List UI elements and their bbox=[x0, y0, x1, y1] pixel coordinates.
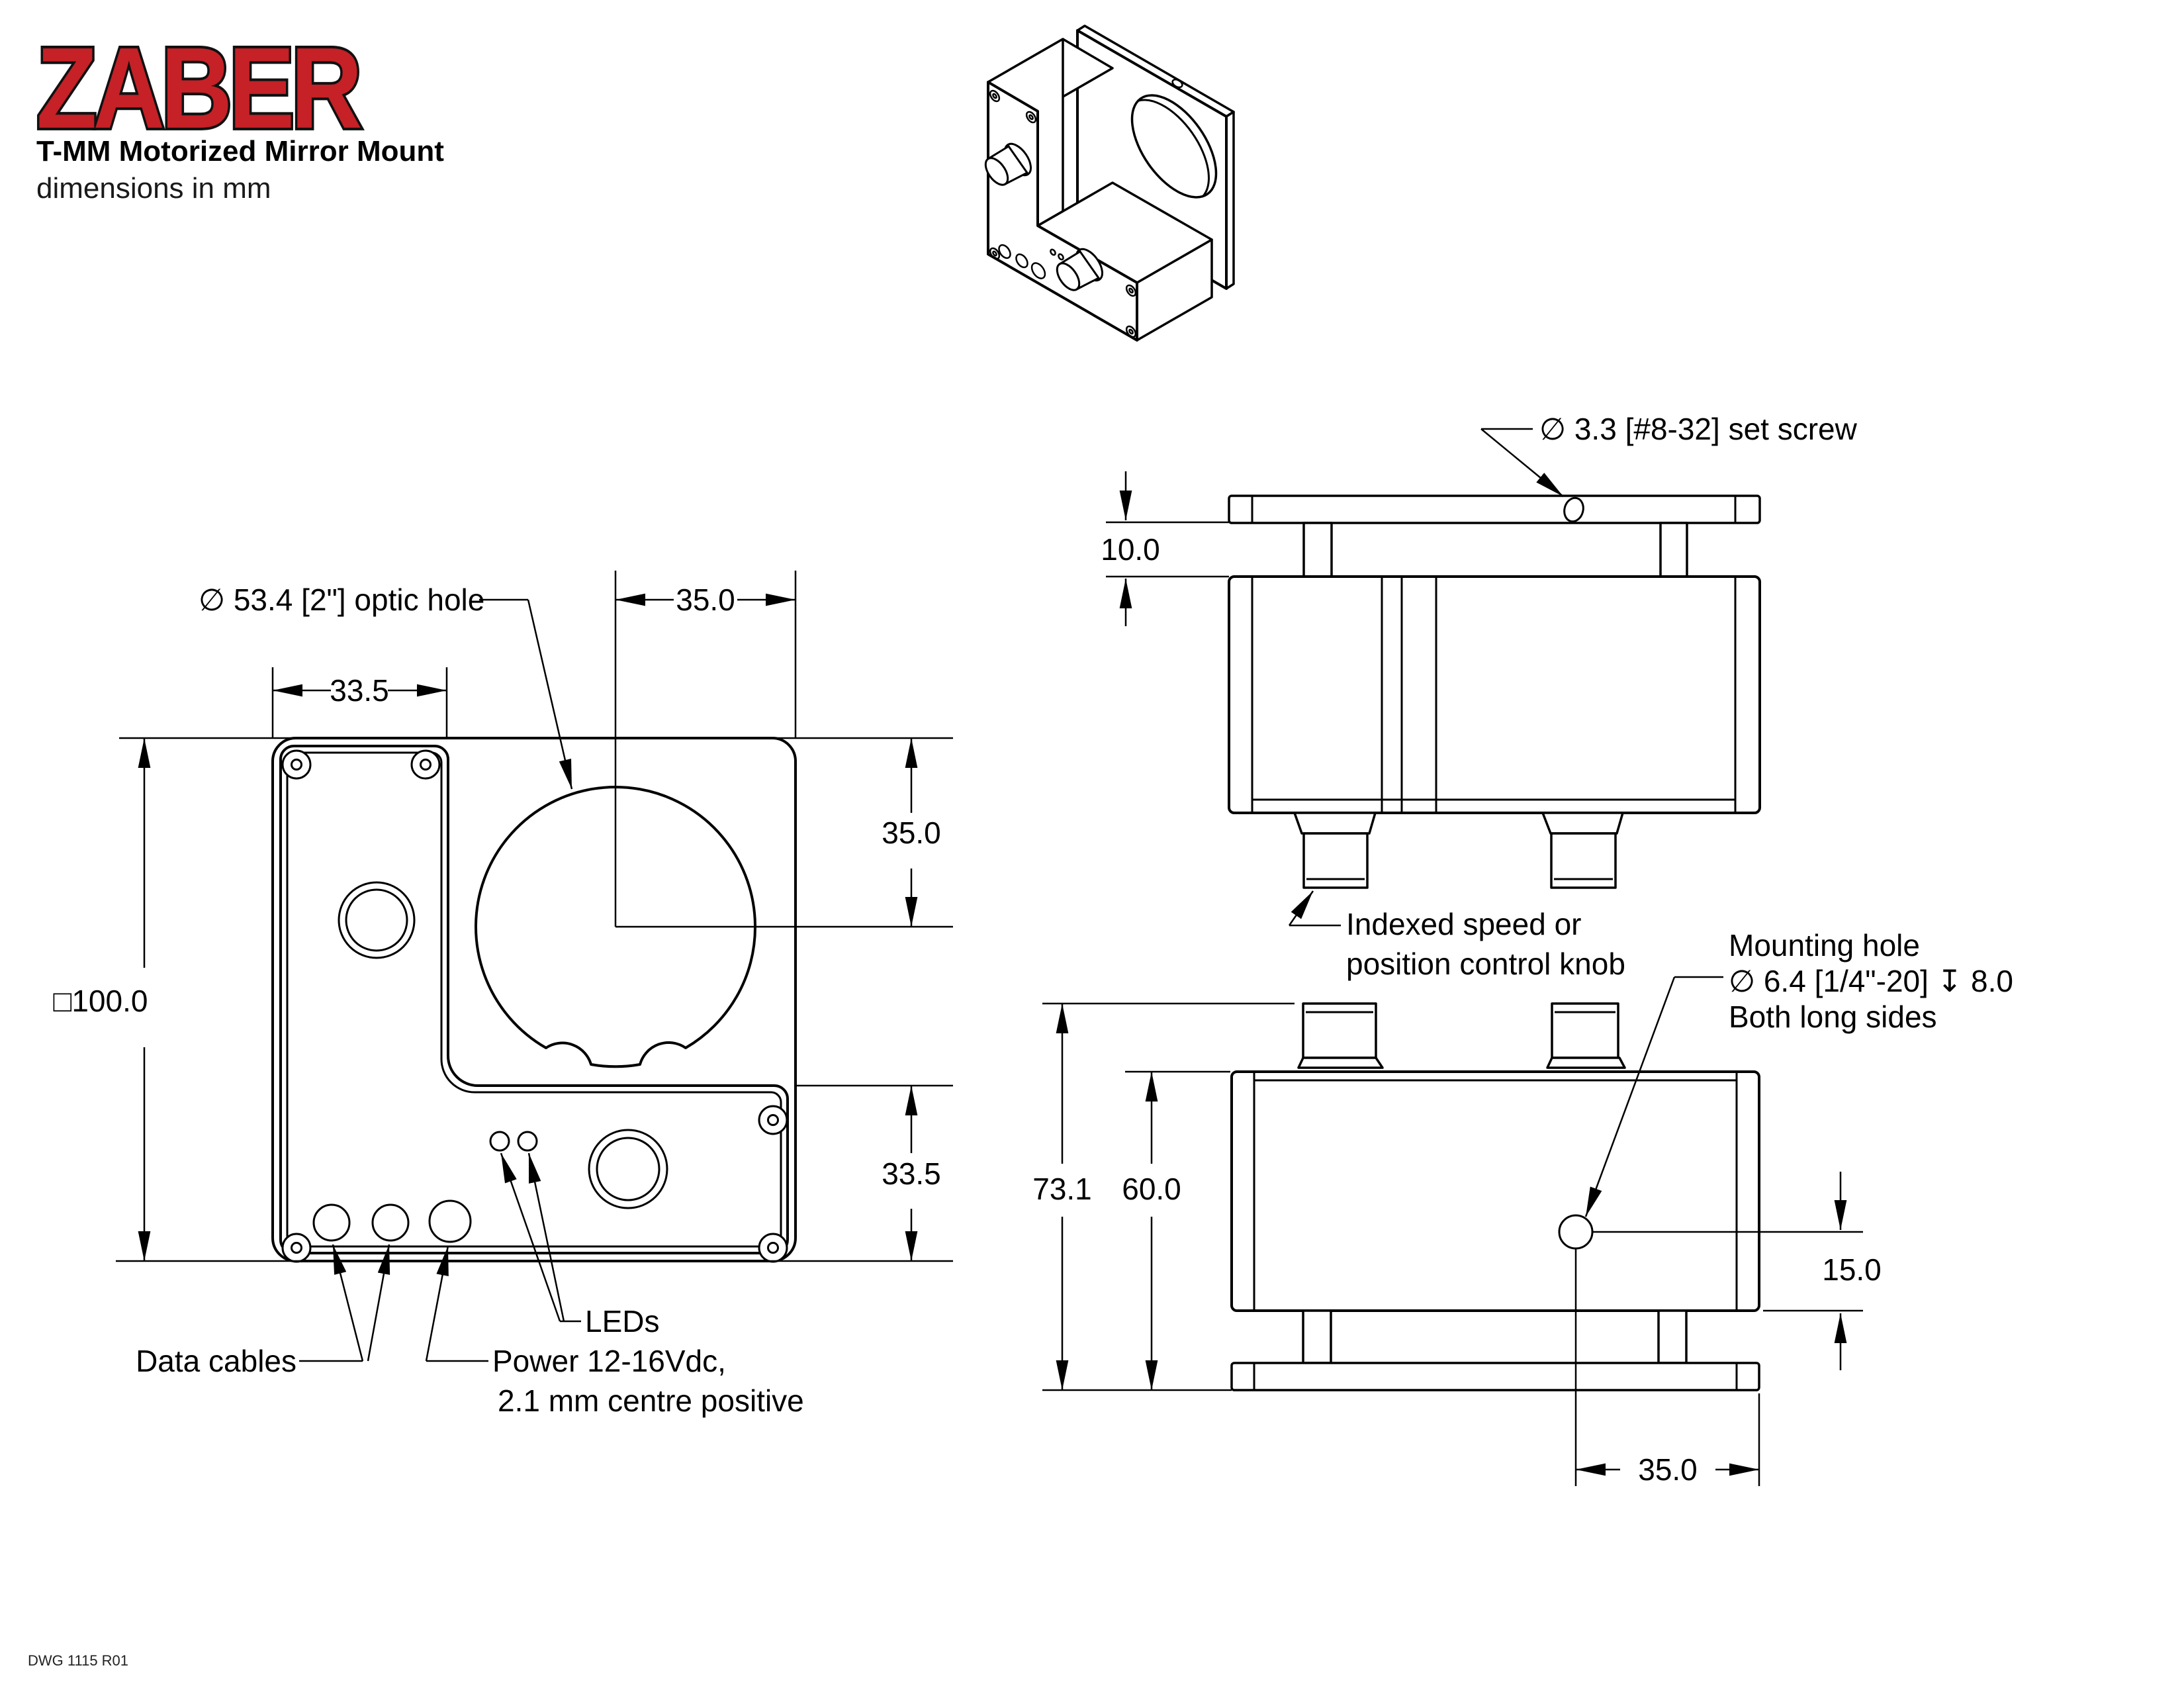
iso-cable-holes bbox=[998, 244, 1064, 279]
front-knob-lower bbox=[588, 1129, 668, 1209]
knob-label-line1: Indexed speed or bbox=[1346, 907, 1582, 941]
title-block: ZABER T-MM Motorized Mirror Mount dimens… bbox=[34, 22, 444, 205]
top-body bbox=[1228, 575, 1761, 814]
front-leds bbox=[489, 1131, 538, 1152]
side-extension-lines bbox=[1042, 1002, 1863, 1486]
dim-10-0: 10.0 bbox=[1101, 532, 1160, 567]
top-body-detail-lines bbox=[1251, 577, 1737, 813]
dim-35-0-bottom: 35.0 bbox=[1638, 1452, 1698, 1487]
front-view: ∅ 53.4 [2"] optic hole 33.5 35.0 35.0 □1… bbox=[54, 571, 953, 1418]
side-view: Mounting hole ∅ 6.4 [1/4"-20] ↧ 8.0 Both… bbox=[1032, 928, 2013, 1487]
front-extension-lines bbox=[116, 571, 953, 1262]
top-dim-lines bbox=[1106, 521, 1229, 578]
top-knob-left bbox=[1293, 812, 1377, 889]
front-cable-holes bbox=[312, 1199, 472, 1243]
drawing-number: DWG 1115 R01 bbox=[28, 1652, 128, 1669]
dim-33-5-top: 33.5 bbox=[330, 673, 389, 708]
side-plate-edge bbox=[1230, 1362, 1760, 1391]
front-corner-screws bbox=[281, 749, 788, 1263]
top-knob-right bbox=[1541, 812, 1624, 889]
side-post-right bbox=[1657, 1309, 1688, 1364]
top-post-right bbox=[1659, 522, 1688, 578]
side-body-detail-lines bbox=[1253, 1072, 1738, 1311]
top-leader-lines bbox=[1288, 428, 1564, 927]
side-mounting-hole bbox=[1558, 1214, 1594, 1250]
front-knob-upper bbox=[338, 881, 416, 959]
optic-hole-label: ∅ 53.4 [2"] optic hole bbox=[199, 583, 484, 617]
front-l-plate-outline bbox=[279, 745, 789, 1254]
top-set-screw bbox=[1563, 496, 1584, 523]
page-title: T-MM Motorized Mirror Mount bbox=[36, 135, 444, 167]
set-screw-label: ∅ 3.3 [#8-32] set screw bbox=[1539, 412, 1858, 446]
side-post-left bbox=[1302, 1309, 1332, 1364]
front-dimension-lines bbox=[138, 593, 918, 1261]
dim-33-5-right: 33.5 bbox=[882, 1156, 941, 1191]
power-label-line2: 2.1 mm centre positive bbox=[498, 1383, 804, 1418]
mounting-hole-label-line2: ∅ 6.4 [1/4"-20] ↧ 8.0 bbox=[1729, 964, 2013, 998]
dim-35-top: 35.0 bbox=[676, 583, 735, 617]
iso-set-screw-hole bbox=[1171, 78, 1183, 89]
dim-15-0: 15.0 bbox=[1822, 1252, 1882, 1287]
top-view: ∅ 3.3 [#8-32] set screw 10.0 Indexed spe… bbox=[1101, 412, 1857, 981]
iso-optic-hole bbox=[1130, 94, 1218, 199]
knob-label-line2: position control knob bbox=[1346, 947, 1625, 981]
side-leader-lines bbox=[1584, 976, 1723, 1217]
zaber-logo: ZABER bbox=[36, 24, 361, 152]
iso-knob-lower bbox=[1056, 248, 1104, 291]
top-post-left bbox=[1302, 522, 1333, 578]
top-plate-edge bbox=[1228, 494, 1761, 524]
side-body bbox=[1230, 1070, 1760, 1312]
dim-100-overall: □100.0 bbox=[54, 984, 148, 1018]
side-knob-right bbox=[1546, 1002, 1626, 1069]
data-cables-label: Data cables bbox=[136, 1344, 296, 1378]
front-leader-lines bbox=[299, 598, 581, 1362]
mounting-hole-label-line3: Both long sides bbox=[1729, 1000, 1937, 1034]
page-subtitle: dimensions in mm bbox=[36, 172, 271, 205]
dim-60-0: 60.0 bbox=[1122, 1172, 1181, 1206]
iso-screws bbox=[989, 89, 1137, 338]
dim-73-1: 73.1 bbox=[1032, 1172, 1092, 1206]
leds-label: LEDs bbox=[585, 1304, 659, 1338]
mounting-hole-label-line1: Mounting hole bbox=[1729, 928, 1920, 962]
iso-knob-upper bbox=[984, 142, 1032, 186]
side-knob-left bbox=[1297, 1002, 1384, 1069]
isometric-view bbox=[984, 24, 1235, 342]
power-label-line1: Power 12-16Vdc, bbox=[492, 1344, 726, 1378]
side-dimension-lines bbox=[1056, 1004, 1847, 1476]
dim-35-right: 35.0 bbox=[882, 816, 941, 850]
